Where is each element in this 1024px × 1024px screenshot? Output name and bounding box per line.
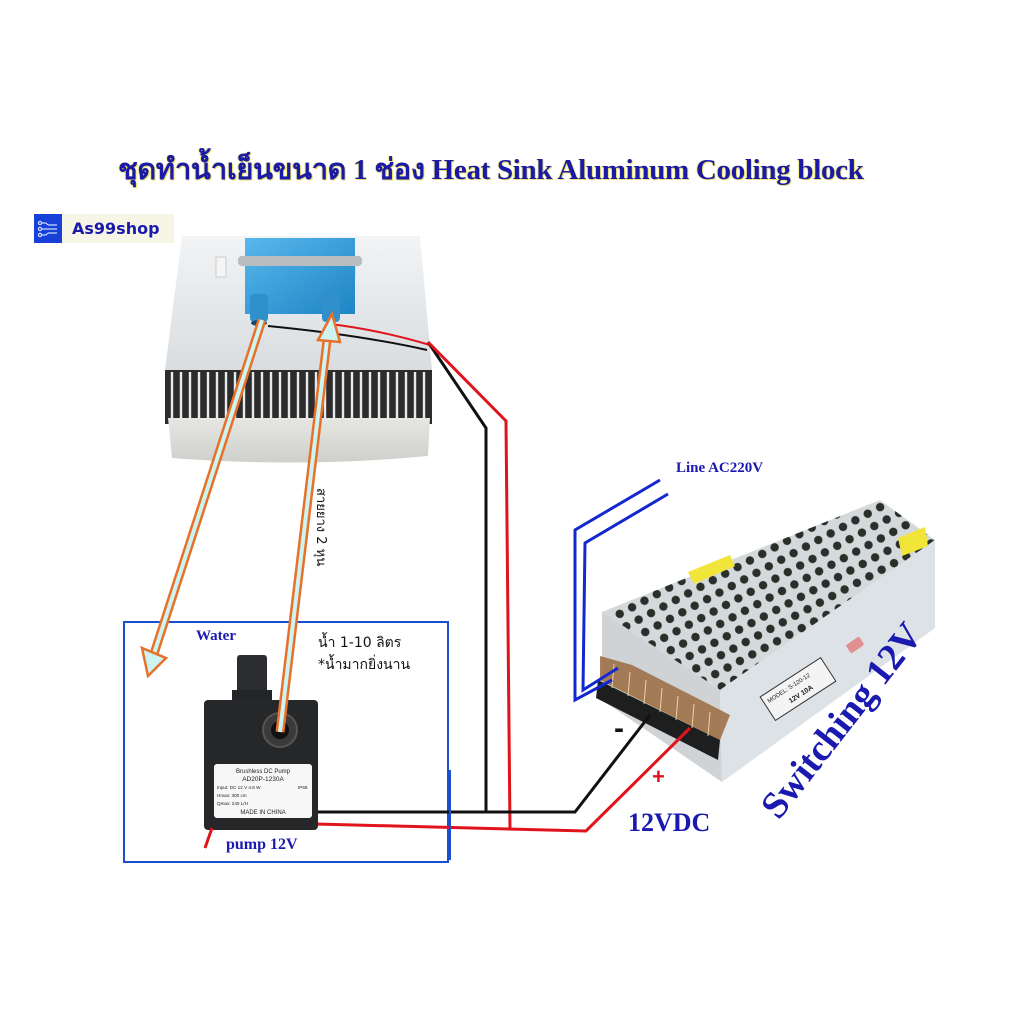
pump-label-line5: Qmax: 240 L/H — [217, 801, 248, 806]
ac-line-label: Line AC220V — [676, 460, 764, 476]
water-note-label: *น้ำมากยิ่งนาน — [318, 657, 411, 673]
psu-warning-sticker — [688, 555, 735, 584]
peltier-red-wire — [329, 323, 431, 346]
pump-label-rating: IP68 — [298, 785, 308, 790]
peltier-negative-wire — [426, 341, 488, 811]
pump-negative-wire — [316, 714, 652, 814]
ac-line-wire-1 — [573, 478, 661, 703]
water-volume-label: น้ำ 1-10 ลิตร — [318, 635, 402, 651]
output-voltage-label: 12VDC — [628, 808, 711, 837]
hose-arrow-in — [275, 310, 342, 733]
water-label: Water — [196, 628, 236, 644]
pump-label-line4: Hmax: 300 cm — [217, 793, 247, 798]
pump-voltage-label: pump 12V — [226, 836, 298, 853]
diagram-title: ชุดทำน้ำเย็นขนาด 1 ช่อง Heat Sink Alumin… — [118, 154, 864, 186]
psu-brand-sticker — [846, 637, 864, 653]
ac-line-wire-2 — [581, 492, 669, 693]
positive-terminal-label: + — [652, 764, 665, 789]
psu-warning-sticker-2 — [898, 527, 928, 556]
inlet-pipe — [322, 294, 340, 322]
psu-terminal-base — [596, 680, 720, 760]
arrow-head-down — [140, 645, 169, 679]
pump-label-line2: AD20P-1230A — [242, 776, 284, 783]
psu-terminal-block — [600, 656, 730, 740]
shop-name: As99shop — [72, 219, 160, 238]
psu-top-vented — [602, 500, 935, 690]
arrow-head-up — [316, 310, 342, 344]
clamp-bracket — [238, 256, 362, 266]
shop-logo: As99shop — [34, 214, 174, 243]
outlet-pipe — [250, 294, 268, 322]
circuit-icon — [34, 214, 62, 243]
pump-label-line3: Input: DC 12 V 4.8 W — [217, 785, 261, 790]
heat-sink-assembly — [165, 236, 432, 463]
hose-size-label: สายยาง 2 หุน — [313, 488, 328, 567]
pump-label-line1: Brushless DC Pump — [236, 769, 291, 775]
pump-label-line6: MADE IN CHINA — [240, 810, 285, 816]
peltier-black-wire — [267, 325, 428, 351]
psu-side-panel — [720, 540, 935, 782]
pump-spec-label — [214, 764, 312, 818]
peltier-positive-wire — [426, 340, 512, 831]
negative-terminal-label: - — [614, 712, 624, 745]
pump-positive-wire — [315, 726, 692, 833]
terminal-dividers — [611, 663, 711, 737]
hose-arrow-out — [140, 318, 267, 679]
switching-power-supply: MODEL: S-120-12 12V 10A — [596, 500, 935, 782]
pump-inlet-nozzle — [237, 655, 267, 700]
heat-sink-base — [168, 418, 430, 463]
water-container-box — [123, 621, 449, 863]
water-pump: Brushless DC Pump AD20P-1230A Input: DC … — [203, 655, 318, 849]
